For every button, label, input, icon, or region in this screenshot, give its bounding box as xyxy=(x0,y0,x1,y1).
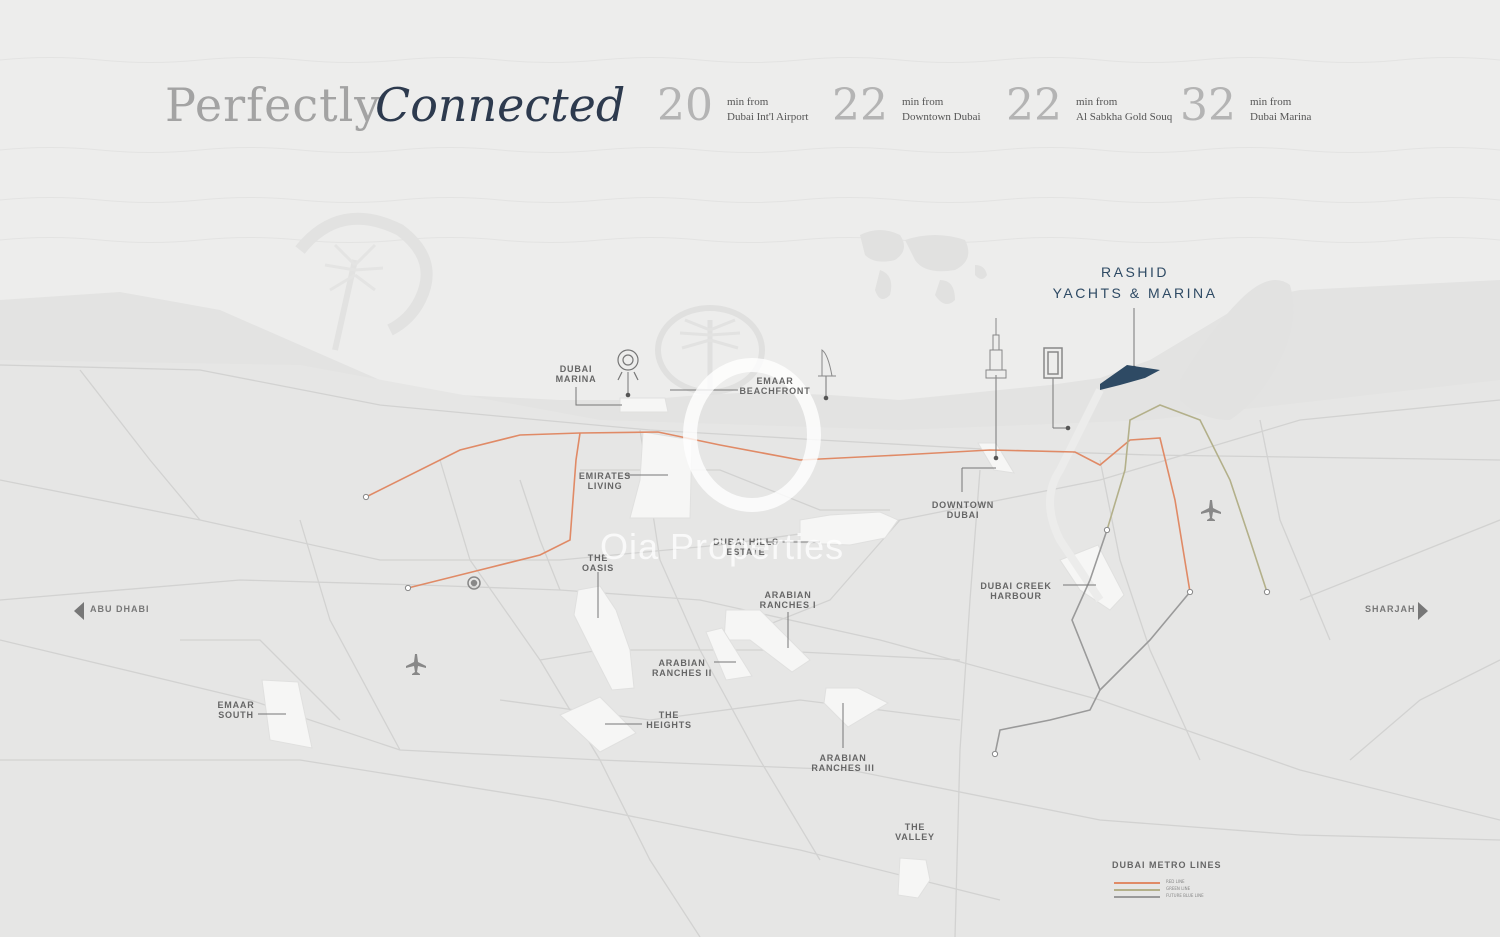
red-line-route2 xyxy=(407,432,581,589)
arabian-ranches-2-area xyxy=(705,627,753,681)
green-line xyxy=(1106,404,1268,593)
legend-item-red-line: RED LINE xyxy=(1114,879,1234,886)
direction-abu-dhabi[interactable]: ABU DHABI xyxy=(90,604,150,614)
stat-label-bottom: Downtown Dubai xyxy=(902,111,981,123)
project-label-line1: RASHID xyxy=(1101,264,1169,280)
world-islands xyxy=(860,230,987,304)
legend-label: RED LINE xyxy=(1166,879,1185,884)
stat-label-bottom: Al Sabkha Gold Souq xyxy=(1076,111,1173,123)
rashid-yachts-marina-marker[interactable] xyxy=(1100,365,1160,390)
stat-label-bottom: Dubai Marina xyxy=(1250,111,1312,123)
metro-lines xyxy=(365,404,1268,755)
emaar-south-area xyxy=(261,679,313,749)
title-perfectly: Perfectly xyxy=(165,78,382,132)
stat-label-top: min from xyxy=(902,96,944,108)
stat-label-top: min from xyxy=(1076,96,1118,108)
airport-icon-al-maktoum xyxy=(406,654,426,675)
palm-jebel-ali xyxy=(295,212,433,351)
legend-label: GREEN LINE xyxy=(1166,886,1191,891)
dubai-frame-icon xyxy=(1043,347,1063,379)
arrow-right-icon[interactable] xyxy=(1418,602,1428,620)
dubai-hills-area xyxy=(799,511,899,546)
legend-swatch xyxy=(1114,889,1160,891)
burj-khalifa-icon xyxy=(985,318,1007,379)
project-label[interactable]: RASHID YACHTS & MARINA xyxy=(1040,262,1230,304)
metro-stations xyxy=(362,493,1271,758)
direction-sharjah[interactable]: SHARJAH xyxy=(1365,604,1416,614)
dubai-creek-water xyxy=(1046,388,1104,603)
burj-al-arab-icon xyxy=(818,349,836,377)
the-oasis-area xyxy=(573,585,635,691)
arrow-left-icon[interactable] xyxy=(74,602,84,620)
legend-title: DUBAI METRO LINES xyxy=(1112,860,1222,870)
watermark-logo-icon xyxy=(683,358,821,512)
watermark-text: Oia Properties xyxy=(600,526,845,567)
stat-label-bottom: Dubai Int'l Airport xyxy=(727,111,809,123)
legend-label: FUTURE BLUE LINE xyxy=(1166,893,1204,898)
leader-dots xyxy=(625,365,1137,461)
arabian-ranches-3-area xyxy=(823,687,890,728)
the-valley-area xyxy=(897,857,931,899)
stat-number: 22 xyxy=(1006,80,1062,131)
legend-item-future-blue-line: FUTURE BLUE LINE xyxy=(1114,893,1234,900)
the-heights-area xyxy=(559,696,637,753)
future-blue-line-branch xyxy=(1099,591,1191,691)
stat-label-top: min from xyxy=(727,96,769,108)
red-line xyxy=(365,431,1191,593)
leader-lines xyxy=(258,308,1135,748)
sea-wave-pattern xyxy=(0,57,1500,243)
project-label-line2: YACHTS & MARINA xyxy=(1052,285,1218,301)
inland-area xyxy=(0,360,1500,937)
legend-item-green-line: GREEN LINE xyxy=(1114,886,1234,893)
legend-swatch xyxy=(1114,882,1160,884)
title-connected: Connected xyxy=(375,78,626,132)
expo-icon xyxy=(467,576,481,590)
legend-swatch xyxy=(1114,896,1160,898)
stat-label-top: min from xyxy=(1250,96,1292,108)
stat-number: 32 xyxy=(1180,80,1236,131)
stat-number: 22 xyxy=(832,80,888,131)
airport-icon-dxb xyxy=(1201,500,1221,521)
ain-dubai-icon xyxy=(617,349,639,381)
deira-islands xyxy=(1180,280,1294,420)
dubai-marina-area xyxy=(619,397,669,413)
stat-number: 20 xyxy=(657,80,713,131)
